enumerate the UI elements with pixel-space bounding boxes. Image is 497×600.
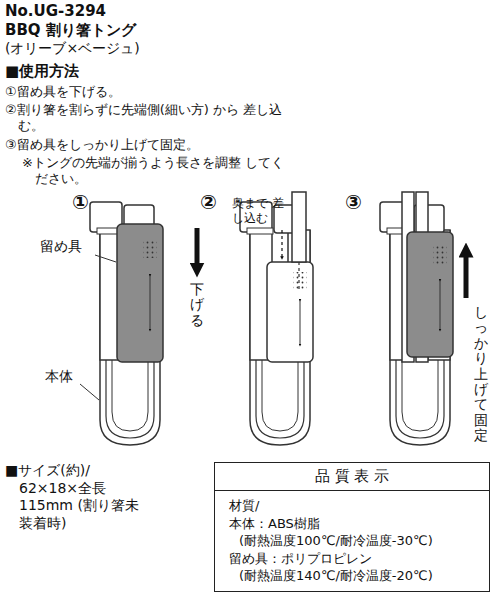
size-text: ■サイズ(約)/ 62×18×全長115mm (割り箸未装着時)	[5, 462, 149, 532]
product-title: BBQ 割り箸トング	[5, 21, 136, 40]
step-text: ①留め具を下げる。	[5, 84, 121, 100]
action-text: 下げる	[190, 282, 204, 328]
action-text: 奥まで 差し込む	[232, 196, 284, 226]
color-note: (オリーブ×ベージュ)	[5, 40, 140, 58]
callout-number: ①	[72, 190, 89, 215]
part-name: 本体	[45, 368, 73, 386]
quality-table: 品 質 表 示材質/本体：ABS樹脂(耐熱温度100℃/耐冷温度-30℃)留め具…	[214, 462, 490, 592]
table-row: 留め具：ポリプロピレン	[215, 550, 489, 568]
action-text: しっかり上げて固定	[474, 305, 488, 444]
table-row: (耐熱温度100℃/耐冷温度-30℃)	[215, 532, 489, 550]
table-row: 本体：ABS樹脂	[215, 515, 489, 533]
step-text: ②割り箸を割らずに先端側(細い方) から 差し込む。	[5, 102, 283, 135]
table-heading: 品 質 表 示	[215, 463, 489, 491]
step-text: ③留め具をしっかり上げて固定。	[5, 137, 199, 153]
callout-number: ③	[345, 190, 362, 215]
table-row: (耐熱温度140℃/耐冷温度-20℃)	[215, 567, 489, 591]
part-name: 留め具	[40, 238, 82, 256]
note-text: ※トングの先端が揃うよう長さを調整 してください。	[22, 155, 285, 188]
model-number: No.UG-3294	[5, 2, 106, 21]
callout-number: ②	[200, 190, 217, 215]
section-heading: ■使用方法	[5, 62, 79, 81]
table-row: 材質/	[215, 491, 489, 515]
